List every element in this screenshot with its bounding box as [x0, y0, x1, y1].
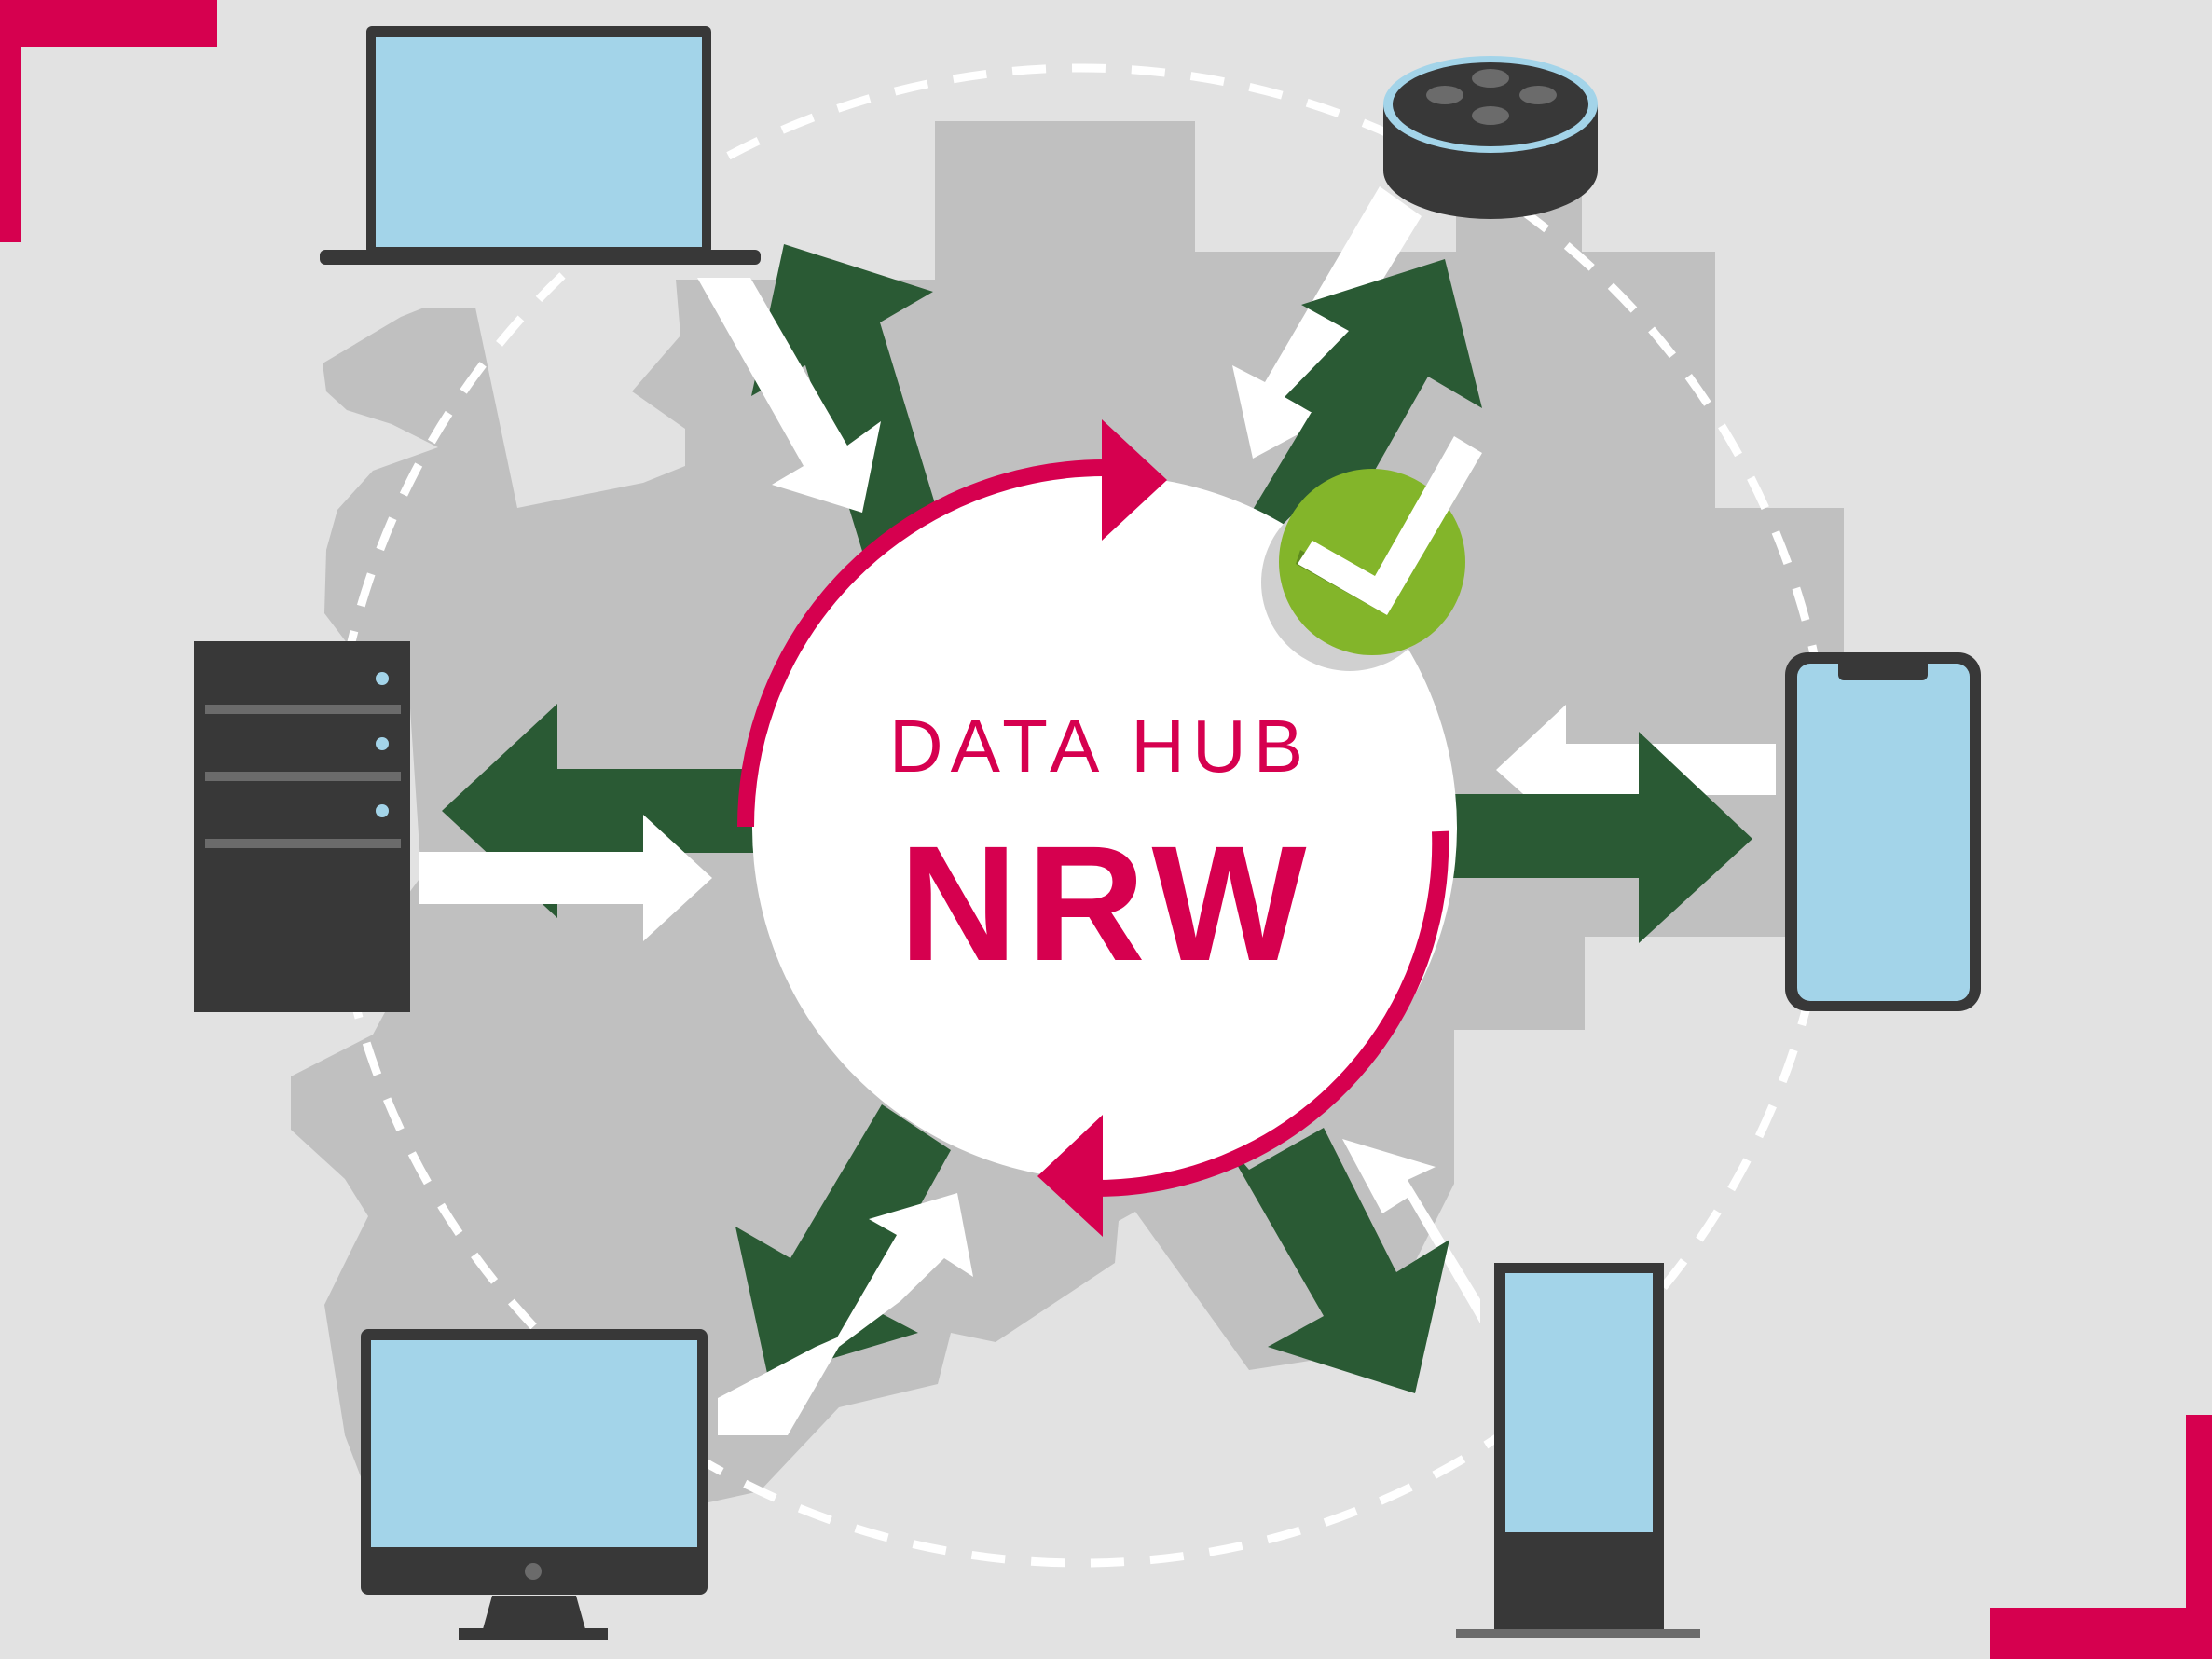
arrow-in-upper-left: [697, 278, 881, 513]
smartphone-icon: [1785, 652, 1981, 1011]
hub-flow-arrowhead-top: [1102, 419, 1167, 541]
arrow-out-right: [1426, 732, 1752, 943]
smart-speaker-icon: [1383, 56, 1598, 219]
laptop-icon: [320, 26, 761, 265]
hub-title-line2: NRW: [899, 813, 1315, 995]
arrow-in-lower-right: [1342, 1139, 1480, 1421]
arrow-out-lower-left: [735, 1104, 951, 1378]
hub-circle: [752, 475, 1457, 1180]
arrow-out-upper-left: [751, 244, 946, 582]
hub-flow-arc-top: [737, 459, 1106, 828]
arrow-out-upper-right: [1240, 259, 1482, 569]
arrow-in-upper-right: [1232, 186, 1422, 459]
hub-title-line1: DATA HUB: [889, 705, 1311, 788]
corner-bracket-top-left: [0, 0, 217, 242]
arrow-out-lower-right: [1221, 1128, 1449, 1393]
kiosk-display-icon: [1456, 1263, 1700, 1638]
monitor-icon: [361, 1329, 708, 1640]
corner-bracket-bottom-right: [1990, 1415, 2212, 1659]
server-tower-icon: [194, 641, 410, 1012]
arrow-in-left: [419, 815, 712, 941]
hub-flow-arc-bottom: [1094, 830, 1449, 1197]
hub-flow-arrowhead-bottom: [1037, 1115, 1103, 1237]
status-badge: [1261, 436, 1482, 671]
arrow-in-lower-left: [718, 1193, 973, 1435]
